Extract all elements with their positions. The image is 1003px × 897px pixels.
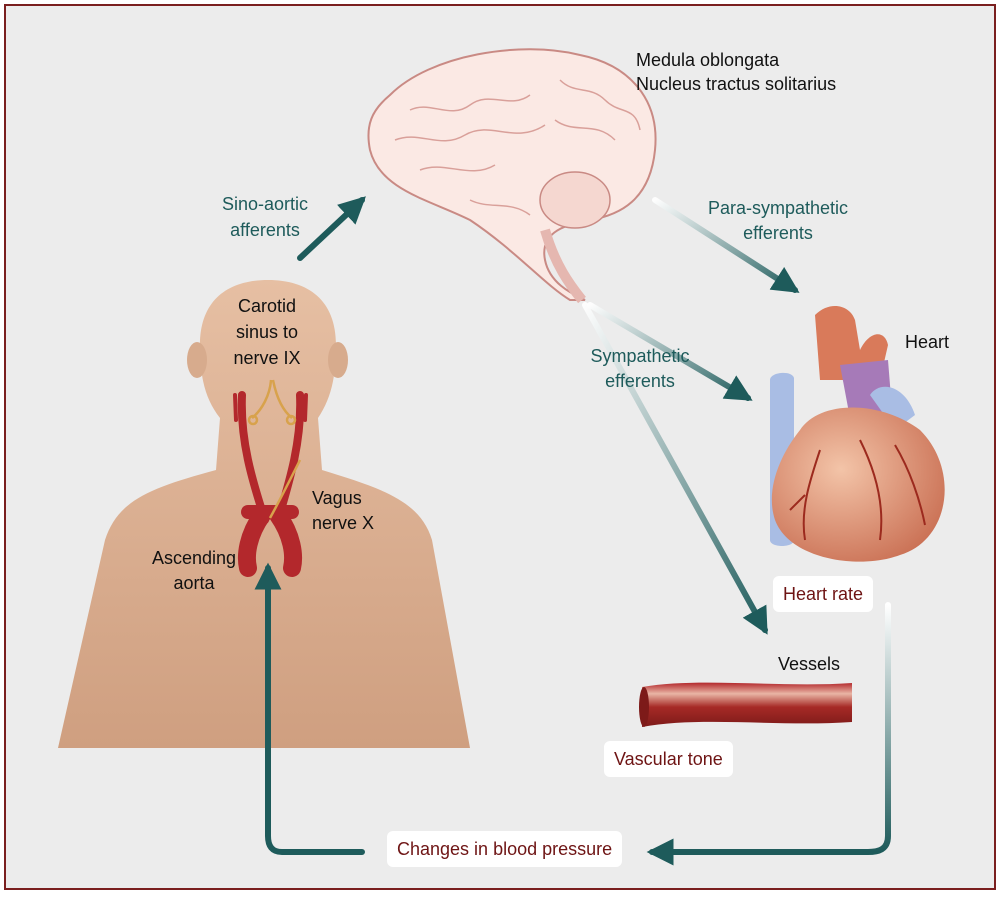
heart-rate-box: Heart rate	[773, 576, 873, 612]
afferent-label-1: Sino-aortic	[210, 192, 320, 216]
sympathetic-label-1: Sympathetic	[580, 344, 700, 368]
vagus-label-1: Vagus	[312, 486, 362, 510]
brain-illustration	[368, 49, 655, 300]
vascular-tone-box: Vascular tone	[604, 741, 733, 777]
parasympathetic-label-1: Para-sympathetic	[698, 196, 858, 220]
brain-region-label-1: Medula oblongata	[636, 48, 779, 72]
parasympathetic-label-2: efferents	[698, 221, 858, 245]
blood-pressure-box: Changes in blood pressure	[387, 831, 622, 867]
heart-label: Heart	[905, 330, 949, 354]
heart-rate-return-arrow	[652, 605, 888, 852]
blood-vessel-illustration	[639, 683, 852, 727]
vessels-label: Vessels	[778, 652, 840, 676]
brain-region-label-2: Nucleus tractus solitarius	[636, 72, 836, 96]
carotid-label-3: nerve IX	[222, 346, 312, 370]
vagus-label-2: nerve X	[312, 511, 374, 535]
aorta-label-1: Ascending	[144, 546, 244, 570]
sympathetic-label-2: efferents	[580, 369, 700, 393]
afferent-label-2: afferents	[210, 218, 320, 242]
carotid-label-1: Carotid	[222, 294, 312, 318]
carotid-label-2: sinus to	[222, 320, 312, 344]
aorta-label-2: aorta	[144, 571, 244, 595]
